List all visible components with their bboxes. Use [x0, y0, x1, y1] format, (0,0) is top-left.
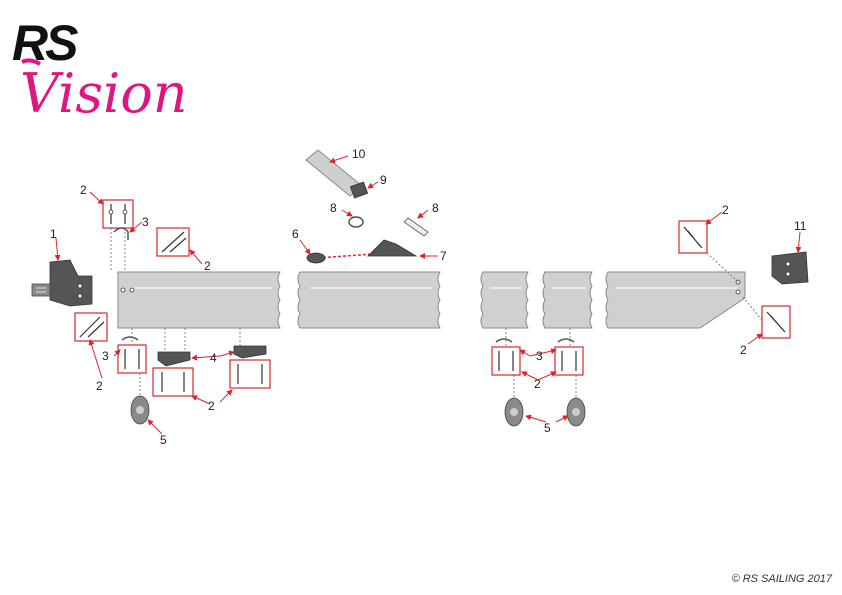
callout-2-top-left: 2 [80, 183, 87, 197]
callout-9: 9 [380, 173, 387, 187]
gooseneck-fitting [31, 259, 93, 307]
clevis-pin [403, 217, 429, 237]
rivet-box-under-3 [229, 359, 271, 389]
block-2 [504, 397, 524, 427]
callout-8-pin: 8 [432, 201, 439, 215]
callout-4: 4 [210, 351, 217, 365]
callout-arrows [54, 155, 802, 435]
boom-section-cut-2 [542, 271, 593, 329]
strap-under [121, 336, 139, 341]
block-1 [130, 395, 150, 425]
callout-2-under-left: 2 [96, 379, 103, 393]
split-ring [348, 216, 364, 228]
strap-mid-1 [495, 338, 513, 343]
rivet-box-under-1 [117, 344, 147, 374]
boom-section-cut-1 [480, 271, 529, 329]
rivet-box-mid-1 [491, 346, 521, 376]
cleat-1 [157, 351, 191, 367]
logo-vision-text: Vision [20, 62, 188, 125]
logo-swash [21, 58, 42, 66]
rivet-box-top-left [102, 199, 134, 229]
boom-section-middle [297, 271, 441, 329]
rivet-box-mid-2 [554, 346, 584, 376]
leader-lines-front [110, 228, 126, 272]
block-3 [566, 397, 586, 427]
boom-section-aft [605, 271, 746, 329]
leader-lines-aft [706, 252, 763, 321]
boom-section-front [117, 271, 281, 329]
rivet-box-aft-top [678, 220, 708, 254]
callout-2-aft-bottom: 2 [740, 343, 747, 357]
rivet-box-under-2 [152, 367, 194, 397]
rivet-box-diag-2 [74, 312, 108, 342]
boom-end-fitting [771, 251, 809, 285]
kicker-cleat [367, 239, 418, 257]
leader-lines-under [131, 328, 241, 352]
kicker-end-cap [349, 181, 369, 199]
callout-3-mid: 3 [536, 349, 543, 363]
callout-5-front: 5 [160, 433, 167, 447]
callout-11: 11 [794, 219, 807, 233]
callout-8-ring: 8 [330, 201, 337, 215]
callout-1: 1 [50, 227, 57, 241]
copyright-notice: © RS SAILING 2017 [731, 573, 832, 585]
callout-3-under: 3 [102, 349, 109, 363]
callout-5-mid: 5 [544, 421, 551, 435]
leader-lines-mid [505, 328, 577, 398]
callout-2-under: 2 [208, 399, 215, 413]
cleat-2 [233, 345, 267, 359]
callout-3-top: 3 [142, 215, 149, 229]
callout-2-aft-top: 2 [722, 203, 729, 217]
kicker-tail-line [306, 251, 401, 264]
callout-7: 7 [440, 249, 447, 263]
rs-vision-logo: RS Vision [12, 15, 188, 125]
callout-2-diag: 2 [204, 259, 211, 273]
callout-10: 10 [352, 147, 366, 161]
callout-6: 6 [292, 227, 299, 241]
rivet-box-diag-1 [156, 227, 190, 257]
rivet-box-aft-bottom [761, 305, 791, 339]
callout-2-mid: 2 [534, 377, 541, 391]
strap-top [113, 227, 129, 240]
strap-mid-2 [557, 338, 575, 343]
